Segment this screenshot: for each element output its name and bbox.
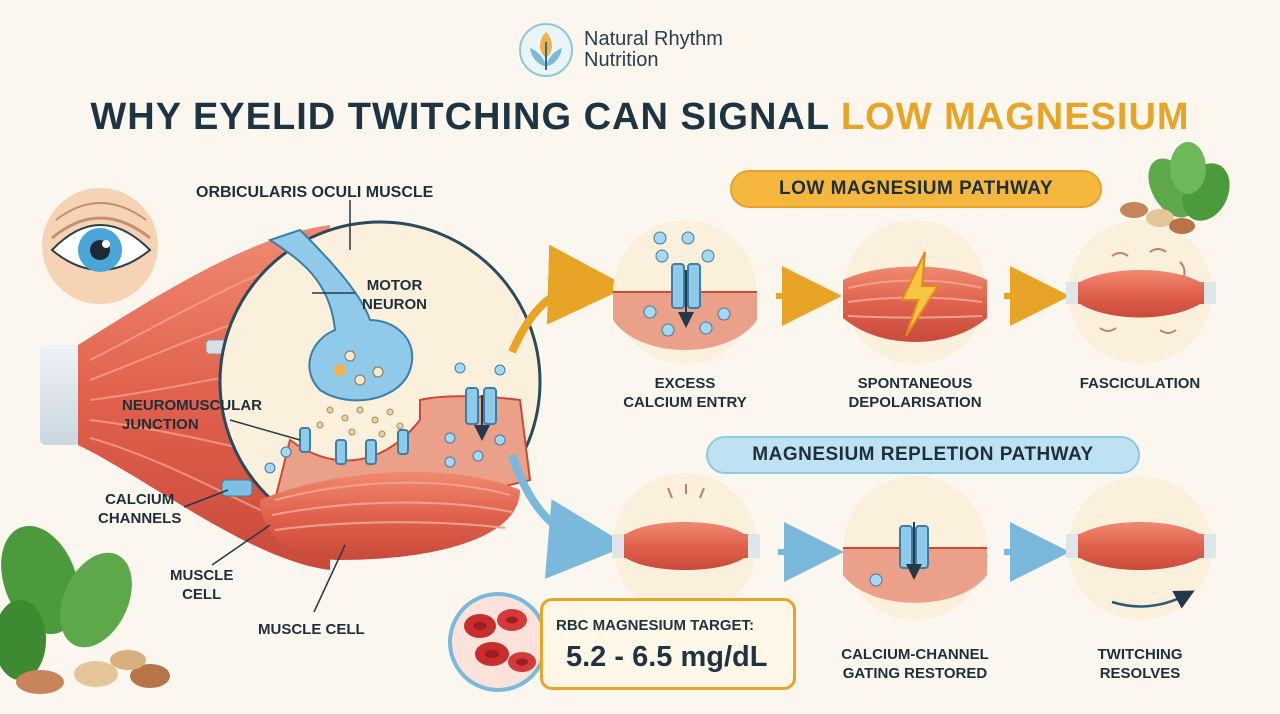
step-gating-restored-label: CALCIUM-CHANNEL GATING RESTORED (825, 645, 1005, 683)
repletion-pathway-arrow (508, 453, 628, 579)
step-fasciculation-icon (1066, 220, 1216, 364)
leaf-nuts-icon (1120, 142, 1230, 234)
step-excess-calcium-icon (613, 220, 757, 364)
step-depolarisation-label: SPONTANEOUS DEPOLARISATION (825, 374, 1005, 412)
spinach-nuts-icon (0, 525, 170, 694)
step-twitching-resolves-label: TWITCHING RESOLVES (1050, 645, 1230, 683)
step-5-line2: GATING RESTORED (842, 665, 988, 682)
calcium-channels-label: CALCIUM CHANNELS (98, 490, 181, 528)
low-pathway-arrow (508, 244, 628, 354)
step-excess-calcium-label: EXCESS CALCIUM ENTRY (595, 374, 775, 412)
muscle-cell-line2: CELL (182, 586, 222, 603)
step-1-line2: CALCIUM ENTRY (623, 394, 747, 411)
eye-icon (42, 188, 158, 304)
motor-neuron-icon (267, 228, 414, 402)
nmj-line2: JUNCTION (122, 416, 199, 433)
brand: Natural Rhythm Nutrition (518, 22, 723, 78)
step-2-line1: SPONTANEOUS (857, 375, 973, 392)
muscle-cell-label-2: MUSCLE CELL (258, 621, 365, 638)
step-fasciculation-label: FASCICULATION (1050, 374, 1230, 393)
brand-name-line2: Nutrition (584, 49, 659, 71)
red-blood-cell-icon (448, 592, 548, 692)
step-6-line2: RESOLVES (1099, 665, 1181, 682)
muscle-cell-label-1: MUSCLE CELL (170, 566, 233, 604)
tendon (40, 345, 80, 445)
rbc-target-label: RBC MAGNESIUM TARGET: (556, 617, 755, 634)
step-relaxed-muscle-icon (612, 473, 760, 617)
repletion-pathway-title: MAGNESIUM REPLETION PATHWAY (706, 436, 1140, 474)
lightning-icon (900, 251, 940, 337)
brand-name-line1: Natural Rhythm (584, 28, 723, 50)
rbc-target-value: 5.2 - 6.5 mg/dL (566, 641, 768, 673)
title-highlight: LOW MAGNESIUM (840, 96, 1190, 138)
low-pathway-title: LOW MAGNESIUM PATHWAY (730, 170, 1102, 208)
title-main: WHY EYELID TWITCHING CAN SIGNAL (90, 96, 841, 138)
muscle-cell-line1: MUSCLE (170, 567, 234, 584)
calcium-channels-line2: CHANNELS (98, 510, 182, 527)
rbc-target-box (540, 598, 796, 690)
step-5-line1: CALCIUM-CHANNEL (841, 646, 989, 663)
nmj-label: NEUROMUSCULAR JUNCTION (122, 396, 262, 434)
step-1-line1: EXCESS (654, 375, 716, 392)
step-6-line1: TWITCHING (1097, 646, 1183, 663)
step-depolarisation-icon (843, 220, 987, 364)
nmj-line1: NEUROMUSCULAR (122, 397, 262, 414)
magnified-view (218, 220, 542, 560)
muscle-title-label: ORBICULARIS OCULI MUSCLE (196, 184, 434, 201)
step-2-line2: DEPOLARISATION (848, 394, 982, 411)
leaf-logo-icon (519, 23, 573, 77)
page-title: WHY EYELID TWITCHING CAN SIGNAL LOW MAGN… (0, 96, 1280, 139)
step-gating-restored-icon (843, 476, 987, 620)
step-twitching-resolves-icon (1066, 476, 1216, 620)
motor-neuron-line1: MOTOR (366, 277, 423, 294)
motor-neuron-line2: NEURON (362, 296, 428, 313)
step-3-line1: FASCICULATION (1079, 375, 1201, 392)
motor-neuron-label: MOTOR NEURON (362, 276, 427, 314)
calcium-channels-line1: CALCIUM (105, 491, 175, 508)
